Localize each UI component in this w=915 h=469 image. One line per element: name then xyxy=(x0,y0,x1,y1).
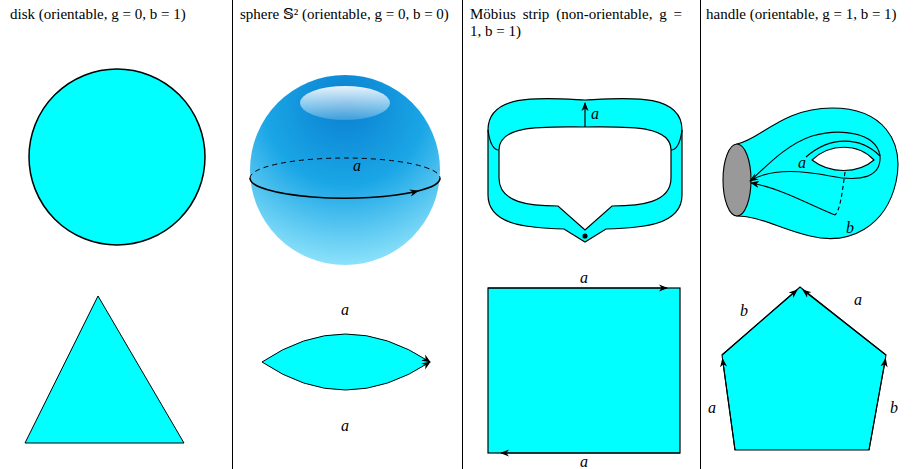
edge-letter: a xyxy=(708,400,716,416)
sphere xyxy=(250,75,440,265)
edge-letter: a xyxy=(798,155,806,171)
edge-letter: b xyxy=(890,400,898,416)
edge-letter: a xyxy=(591,106,599,122)
handle xyxy=(723,108,898,239)
handle-pentagon xyxy=(722,287,886,450)
edge-letter: a xyxy=(580,270,588,286)
disk-circle xyxy=(29,69,205,245)
column-heading: handle (orientable, g = 1, b = 1) xyxy=(706,6,915,23)
column-heading: Möbius strip (non-orientable, g = 1, b =… xyxy=(470,6,682,40)
edge-letter: a xyxy=(341,418,349,434)
edge-letter: a xyxy=(353,158,361,174)
disk-triangle xyxy=(25,296,184,443)
column-divider xyxy=(233,0,701,469)
column-heading: sphere 𝕊² (orientable, g = 0, b = 0) xyxy=(240,6,452,23)
edge-letter: a xyxy=(341,302,349,318)
mobius-strip xyxy=(488,98,682,242)
edge-letter: a xyxy=(580,454,588,469)
edge-letter: a xyxy=(854,292,862,308)
mobius-square xyxy=(488,288,680,453)
edge-letter: b xyxy=(740,303,748,319)
edge-letter: b xyxy=(846,220,854,236)
column-heading: disk (orientable, g = 0, b = 1) xyxy=(10,6,222,23)
sphere-lens xyxy=(262,334,430,390)
